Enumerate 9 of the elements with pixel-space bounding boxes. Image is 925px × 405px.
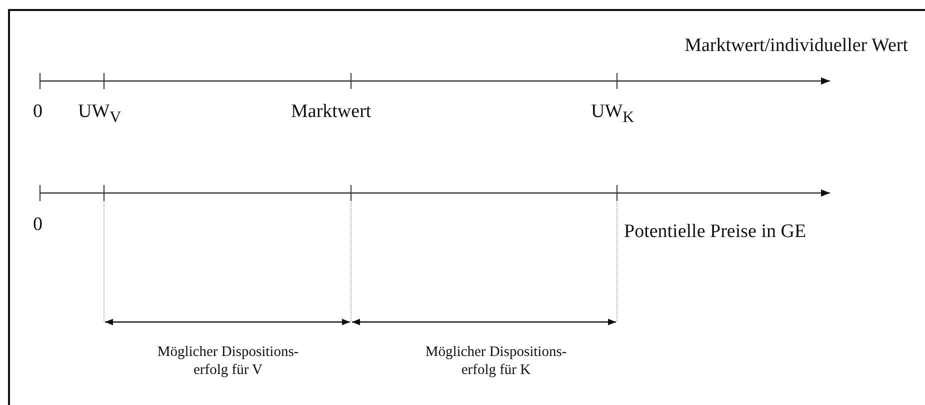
tick-label: UW$_{V}$ [78,101,122,128]
range-label: Möglicher Dispositions- erfolg für K [424,343,568,379]
tick-label: 0 [33,214,42,236]
tick-label: Marktwert [291,101,372,123]
range-label: Möglicher Dispositions- erfolg für V [156,343,300,379]
tick-label: 0 [33,101,42,123]
axis-label: Marktwert/individueller Wert [684,35,908,57]
tick-label: UW$_{K}$ [591,101,634,128]
axis-label: Potentielle Preise in GE [624,221,806,243]
